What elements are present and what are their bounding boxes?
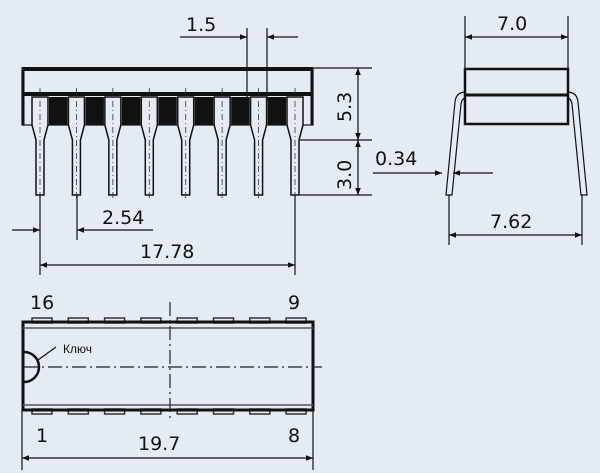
top-pin-tabs [31, 317, 307, 415]
front-leads [31, 88, 304, 200]
body-shoulder [158, 97, 177, 125]
key-notch [23, 350, 41, 384]
pin-label-9: 9 [288, 292, 300, 314]
body-shoulder [121, 97, 141, 125]
dim-lead-length: 3.0 [334, 160, 356, 190]
side-view: 7.0 0.34 7.62 [373, 13, 588, 245]
body-shoulder [231, 97, 250, 125]
front-view: 1.5 5.3 3.0 2.54 17.78 [12, 14, 372, 275]
pin-label-16: 16 [30, 292, 54, 314]
body-shoulder [267, 97, 287, 125]
dim-body-height: 5.3 [334, 92, 356, 122]
dim-pin-pitch: 2.54 [102, 207, 144, 229]
dim-row-spacing: 7.62 [490, 211, 532, 233]
body-shoulder [49, 97, 68, 125]
side-lead-right [566, 91, 588, 196]
body-shoulder [85, 97, 104, 125]
dim-lead-thickness: 0.34 [375, 148, 417, 170]
top-view: Ключ 16 9 1 8 19.7 [21, 292, 322, 470]
pin-label-1: 1 [36, 425, 48, 447]
key-label: Ключ [63, 342, 92, 356]
dim-body-length: 19.7 [138, 433, 180, 455]
top-body [21, 320, 315, 412]
dim-body-width: 7.0 [497, 13, 527, 35]
dim-pin-span: 17.78 [140, 241, 194, 263]
dim-lead-width: 1.5 [186, 14, 216, 36]
side-lead-left [445, 91, 467, 196]
body-shoulder [194, 97, 214, 125]
pin-label-8: 8 [288, 425, 300, 447]
